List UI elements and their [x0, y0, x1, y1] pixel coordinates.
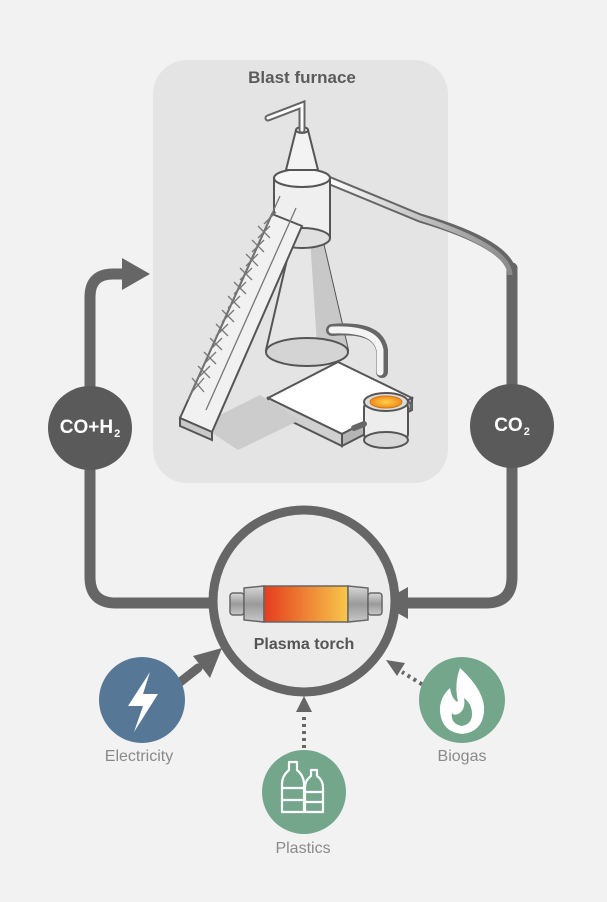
biogas-label: Biogas: [437, 748, 487, 765]
biogas-arrow-head: [386, 660, 405, 676]
flame-icon: [439, 668, 485, 734]
left-arrow-head: [122, 258, 150, 290]
electricity-label: Electricity: [104, 748, 174, 765]
right-return-line: [394, 262, 518, 609]
plasma-torch-label: Plasma torch: [253, 636, 355, 653]
co2-label: CO2: [494, 416, 530, 438]
plastics-arrow-head: [296, 696, 312, 712]
co2-subscript: 2: [523, 426, 530, 438]
co-h2-main: CO+H: [59, 417, 114, 438]
blast-furnace-label: Blast furnace: [248, 68, 356, 87]
plastics-label: Plastics: [275, 840, 331, 857]
plasma-flame: [263, 585, 349, 623]
biogas-connector: [400, 670, 430, 690]
blast-furnace-illustration: [178, 99, 517, 450]
co-h2-subscript: 2: [114, 428, 121, 440]
lightning-icon: [128, 672, 158, 732]
electricity-arrow-head: [193, 648, 222, 678]
co2-node: [470, 384, 554, 468]
plasma-torch-icon: [229, 585, 383, 623]
co2-main: CO: [494, 415, 523, 436]
co-h2-node: [48, 386, 132, 470]
co-h2-label: CO+H2: [60, 418, 120, 440]
bottles-icon: [280, 760, 325, 814]
